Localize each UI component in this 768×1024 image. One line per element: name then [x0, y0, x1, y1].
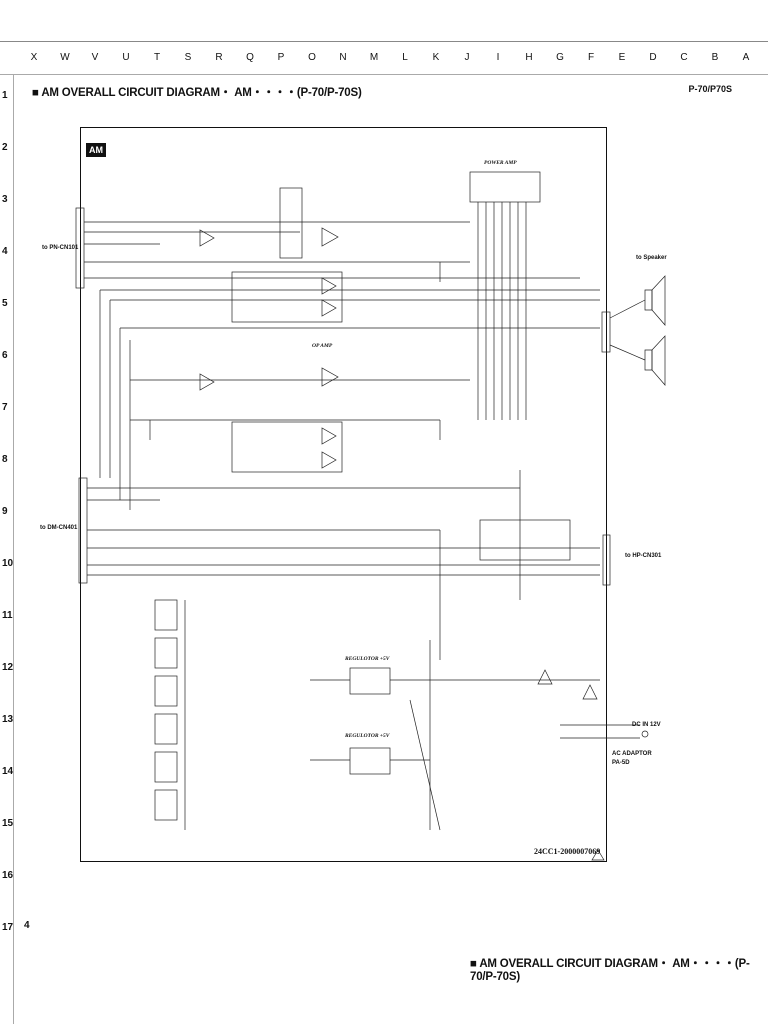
row-number: 7: [2, 402, 8, 413]
row-number: 14: [2, 766, 14, 777]
pn-connector-icon: [75, 207, 85, 289]
grid-left-rule: [13, 74, 14, 1024]
col-letter: U: [122, 52, 130, 63]
speaker-label: to Speaker: [636, 255, 667, 261]
dc-in-label: DC IN 12V: [632, 722, 661, 728]
row-number: 4: [2, 246, 8, 257]
power-amp-label: POWER AMP: [484, 160, 517, 166]
col-letter: P: [277, 52, 285, 63]
col-letter: F: [587, 52, 595, 63]
col-letter: O: [308, 52, 316, 63]
col-letter: T: [153, 52, 161, 63]
speaker-icon: [651, 275, 666, 326]
dm-connector-icon: [78, 477, 88, 584]
col-letter: E: [618, 52, 626, 63]
row-number: 13: [2, 714, 14, 725]
op-amp-icon: [199, 229, 215, 247]
row-number: 2: [2, 142, 8, 153]
top-rule: [0, 41, 768, 42]
col-letter: R: [215, 52, 223, 63]
pn-connector-label: to PN-CN101: [42, 245, 79, 251]
col-letter: D: [649, 52, 657, 63]
row-number: 16: [2, 870, 14, 881]
row-number: 15: [2, 818, 14, 829]
op-amp-label: OP AMP: [312, 343, 333, 349]
hp-connector-icon: [602, 534, 611, 586]
regulator-label: REGULOTOR +5V: [345, 733, 390, 739]
col-letter: G: [556, 52, 564, 63]
regulator-ic-icon: [349, 667, 391, 695]
row-number: 10: [2, 558, 14, 569]
col-letter: K: [432, 52, 440, 63]
row-number: 9: [2, 506, 8, 517]
speaker-connector-icon: [601, 311, 611, 353]
footer-title: ■ AM OVERALL CIRCUIT DIAGRAM・ AM・・・・(P-7…: [470, 958, 750, 983]
col-letter: N: [339, 52, 347, 63]
grid-top-rule: [0, 74, 768, 75]
op-amp-icon: [321, 277, 337, 295]
op-amp-icon: [321, 367, 339, 387]
col-letter: M: [369, 52, 379, 63]
col-letter: V: [91, 52, 99, 63]
op-amp-icon: [199, 373, 215, 391]
schematic-frame: [80, 127, 607, 862]
col-letter: J: [464, 52, 470, 63]
row-number: 12: [2, 662, 14, 673]
col-letter: I: [496, 52, 500, 63]
warning-icon: [537, 669, 553, 685]
op-amp-icon: [321, 451, 337, 469]
ac-adaptor-model: PA-5D: [612, 760, 630, 766]
dc-jack-icon: [641, 730, 649, 738]
col-letter: H: [525, 52, 533, 63]
col-letter: S: [184, 52, 192, 63]
row-number: 1: [2, 90, 8, 101]
row-number: 3: [2, 194, 8, 205]
op-amp-icon: [321, 299, 337, 317]
col-letter: A: [742, 52, 750, 63]
regulator-label: REGULOTOR +5V: [345, 656, 390, 662]
col-letter: W: [60, 52, 70, 63]
page-number: 4: [24, 920, 30, 931]
model-label: P-70/P70S: [688, 84, 732, 94]
col-letter: L: [402, 52, 408, 63]
col-letter: B: [711, 52, 719, 63]
regulator-ic-icon: [349, 747, 391, 775]
row-number: 8: [2, 454, 8, 465]
col-letter: Q: [246, 52, 254, 63]
document-id: 24CC1-2000007069: [534, 847, 601, 856]
row-number: 17: [2, 922, 14, 933]
power-amp-ic-icon: [469, 171, 541, 203]
col-letter: X: [30, 52, 38, 63]
row-number: 5: [2, 298, 8, 309]
row-number: 6: [2, 350, 8, 361]
col-letter: C: [680, 52, 688, 63]
warning-icon: [591, 849, 605, 861]
warning-icon: [582, 684, 598, 700]
ac-adaptor-label: AC ADAPTOR: [612, 751, 652, 757]
speaker-icon: [651, 335, 666, 386]
row-number: 11: [2, 610, 13, 621]
hp-connector-label: to HP-CN301: [625, 553, 662, 559]
op-amp-icon: [321, 227, 339, 247]
dm-connector-label: to DM-CN401: [40, 525, 78, 531]
op-amp-icon: [321, 427, 337, 445]
am-badge: AM: [86, 143, 106, 157]
page-title: ■ AM OVERALL CIRCUIT DIAGRAM・ AM・・・・(P-7…: [32, 87, 362, 99]
